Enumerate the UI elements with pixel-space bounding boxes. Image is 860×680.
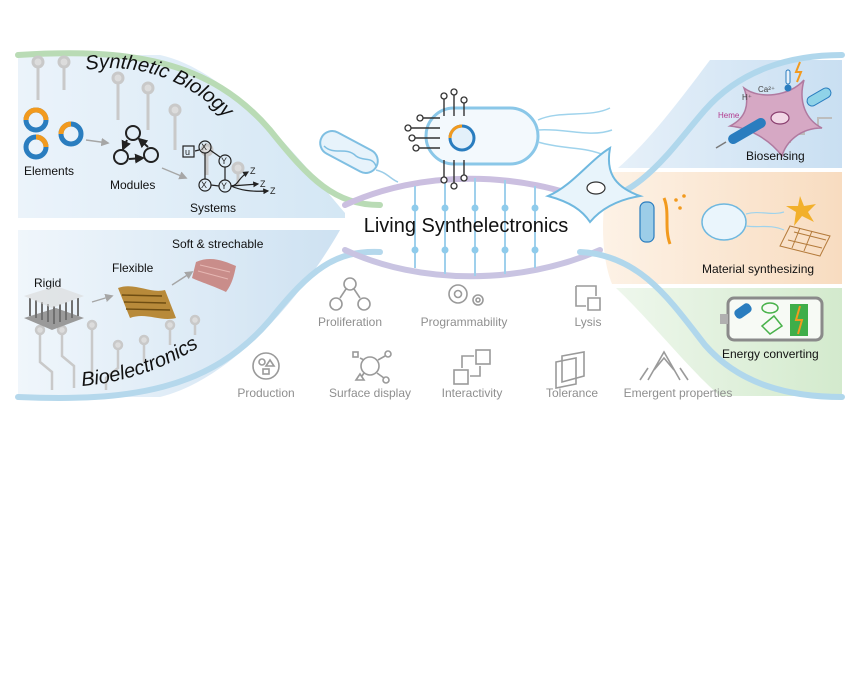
energy-label: Energy converting: [722, 347, 819, 361]
svg-text:u: u: [185, 147, 190, 157]
chip-cell-icon: [404, 88, 613, 190]
properties: [252, 277, 689, 389]
flexible-label: Flexible: [112, 261, 154, 275]
strand-center-bottom: [342, 247, 603, 280]
biosensing-tag-h: H⁺: [742, 93, 752, 102]
modules-to-systems-arrow: [161, 167, 188, 180]
microbe-icon: [806, 87, 832, 107]
soft-label: Soft & strechable: [172, 237, 264, 251]
emergent-properties-icon: [639, 350, 689, 381]
production-icon: [252, 352, 280, 380]
bacterium-icon: [319, 130, 399, 183]
bioelectronics-panel: [18, 230, 340, 397]
tolerance-label: Tolerance: [546, 386, 598, 400]
svg-text:Z: Z: [260, 179, 266, 189]
material-label: Material synthesizing: [702, 262, 814, 276]
soft-electronics-icon: [192, 259, 236, 292]
systems-network-icon: u X Y X Y Z Z Z: [182, 140, 276, 196]
lysis-label: Lysis: [575, 315, 602, 329]
svg-text:Y: Y: [221, 156, 227, 166]
biosensing-illustration: [715, 61, 832, 158]
plasmid-elements-icon: [23, 107, 84, 160]
energy-illustration: [720, 296, 824, 342]
programmability-icon: [448, 284, 484, 306]
synthetic-biology-panel: [18, 55, 345, 218]
surface-display-label: Surface display: [329, 386, 411, 400]
svg-text:Z: Z: [270, 186, 276, 196]
interactivity-icon: [453, 349, 491, 385]
strand-bottom-left: [15, 248, 383, 401]
proliferation-label: Proliferation: [318, 315, 382, 329]
strand-top-left: [15, 50, 383, 208]
strand-bottom-right: [577, 249, 845, 400]
interactivity-label: Interactivity: [442, 386, 503, 400]
flexible-to-soft-arrow: [171, 271, 194, 286]
biosensing-label: Biosensing: [746, 149, 805, 163]
rigid-heatsink-icon: [24, 286, 84, 330]
modules-label: Modules: [110, 178, 155, 192]
svg-text:X: X: [201, 142, 207, 152]
elements-label: Elements: [24, 164, 74, 178]
emergent-properties-label: Emergent properties: [624, 386, 733, 400]
lightning-icon: [794, 61, 803, 83]
proliferation-icon: [329, 277, 371, 311]
lysis-icon: [575, 285, 601, 311]
flexible-circuit-icon: [118, 286, 176, 319]
thermometer-icon: [784, 69, 792, 92]
synbio-circuit-pins: [31, 55, 245, 185]
figure-title: Living Synthelectronics: [364, 215, 569, 237]
programmability-label: Programmability: [421, 315, 508, 329]
bioelec-circuit-pins: [34, 314, 201, 390]
modules-icon: [113, 125, 159, 165]
surface-display-icon: [352, 350, 392, 384]
systems-label: Systems: [190, 201, 236, 215]
svg-text:Z: Z: [250, 166, 256, 176]
biosensing-tag-ca: Ca²⁺: [758, 85, 775, 94]
material-illustration: [639, 194, 831, 257]
neuron-cell-icon: [544, 146, 644, 224]
biosensing-tag-heme: Heme: [718, 111, 740, 120]
elements-to-modules-arrow: [85, 137, 110, 147]
star-crystal-icon: [786, 196, 816, 226]
production-label: Production: [237, 386, 294, 400]
svg-text:X: X: [201, 180, 207, 190]
tolerance-icon: [555, 351, 585, 389]
rigid-to-flexible-arrow: [91, 293, 114, 303]
helix-rungs: [411, 178, 539, 276]
svg-text:Y: Y: [221, 181, 227, 191]
